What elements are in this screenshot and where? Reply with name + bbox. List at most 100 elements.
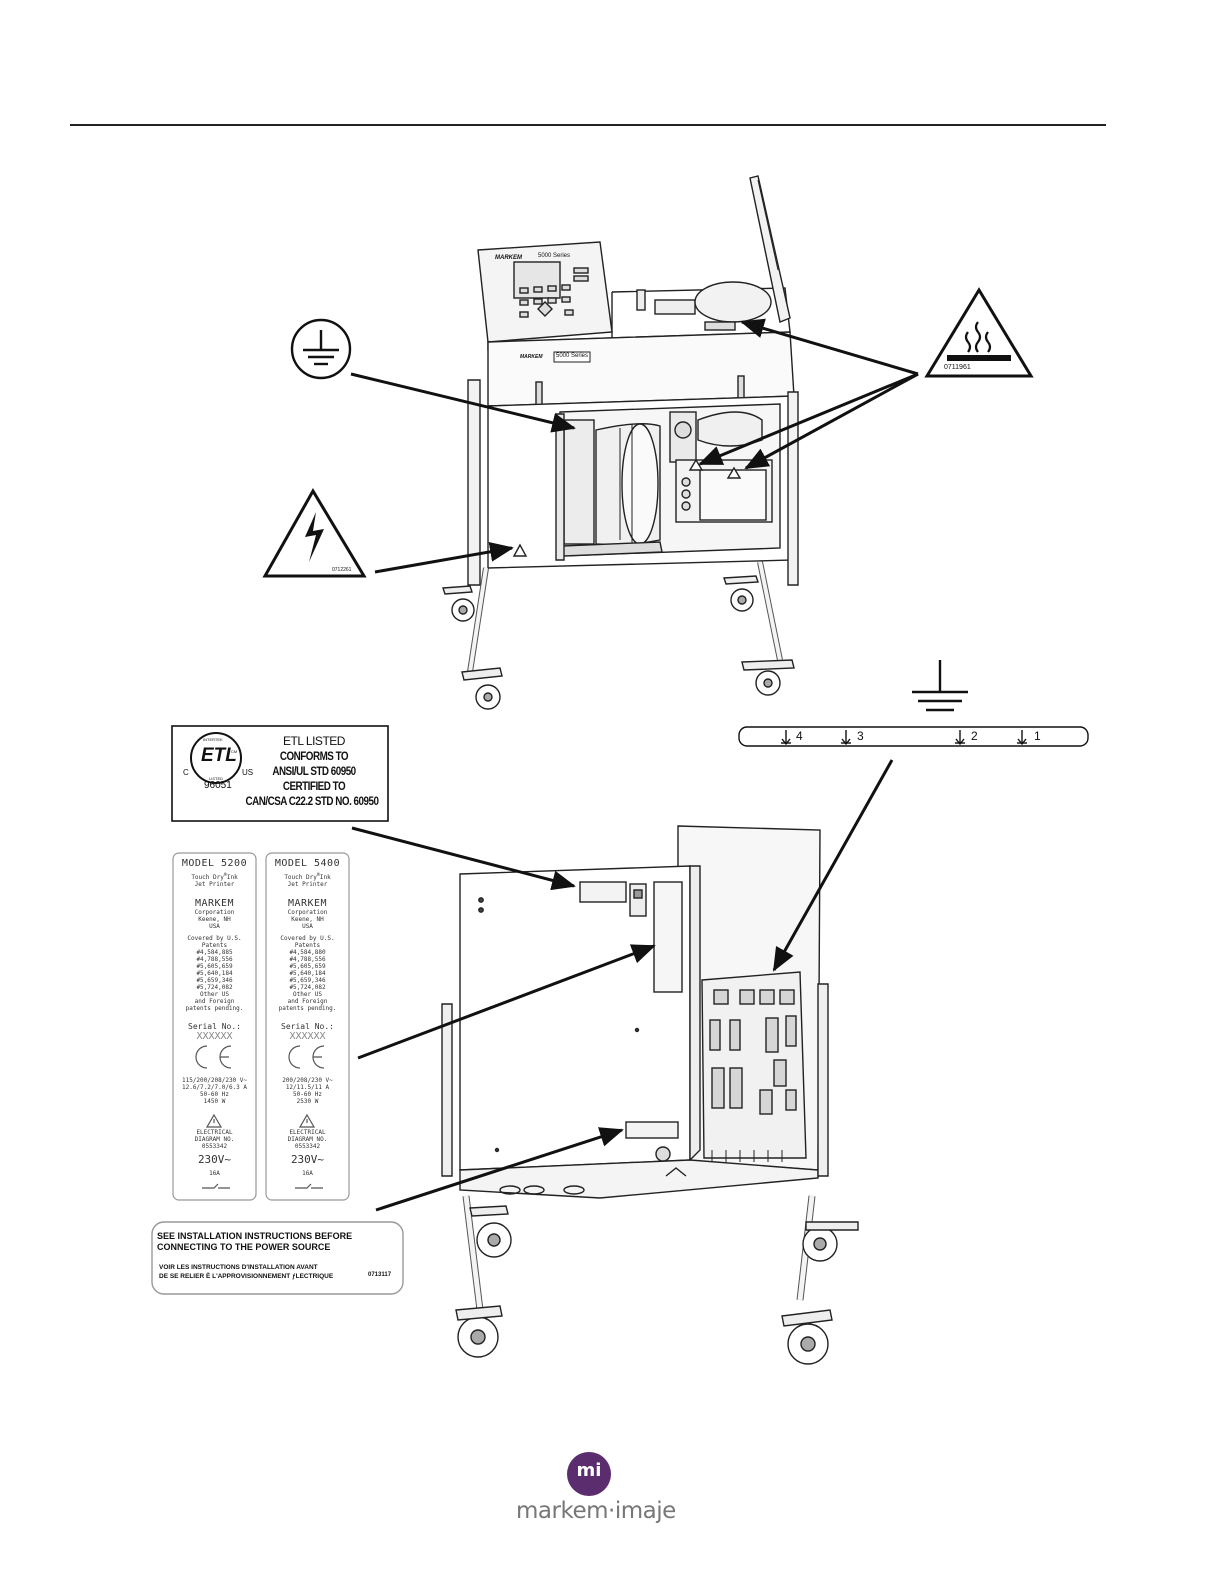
- plate-rating-2: 12/11.5/11 A: [285, 1084, 330, 1091]
- plate-corp-1: Corporation: [287, 909, 328, 916]
- front-badge-series: 5000 Series: [556, 353, 589, 359]
- plate-serial-label: Serial No.:: [188, 1022, 241, 1031]
- plate-patent: #5,605,659: [196, 963, 233, 970]
- plate-rating-4: 2530 W: [296, 1098, 319, 1105]
- rating-plate-5200-ratings: 115/200/208/230 V~ 12.6/7.2/7.0/6.3 A 50…: [173, 1077, 256, 1177]
- plate-rating-4: 1450 W: [203, 1098, 226, 1105]
- rating-plate-5400-ratings: 200/208/230 V~ 12/11.5/11 A 50-60 Hz 253…: [266, 1077, 349, 1177]
- plate-patent: #5,605,659: [289, 963, 326, 970]
- power-switch: [629, 883, 647, 917]
- etl-logo-icon: [190, 732, 242, 784]
- plate-model: MODEL 5200: [181, 858, 248, 869]
- plate-patents-footer-1: Other US: [200, 991, 229, 998]
- install-label-code: 0713117: [368, 1272, 392, 1278]
- install-label-fr: VOIR LES INSTRUCTIONS D'INSTALLATION AVA…: [159, 1263, 333, 1281]
- plate-voltage: 230V~: [290, 1153, 325, 1166]
- plate-diagram-1: ELECTRICAL: [196, 1129, 233, 1136]
- plate-patents-header-2: Patents: [201, 942, 228, 949]
- markem-imaje-logo-icon: [567, 1452, 611, 1496]
- lower-printer-drawing: [441, 825, 859, 1365]
- plate-rating-1: 200/208/230 V~: [282, 1077, 333, 1084]
- install-label-en: SEE INSTALLATION INSTRUCTIONS BEFORE CON…: [157, 1231, 352, 1253]
- plate-corp-2: Keene, NH: [198, 916, 231, 923]
- plate-patent: #5,724,082: [289, 984, 326, 991]
- etl-listed-small: LISTED: [209, 776, 224, 781]
- install-label-on-printer: [625, 1121, 679, 1139]
- plate-product: Touch Dry: [284, 874, 317, 881]
- plate-patent: #4,584,885: [196, 949, 233, 956]
- ground-terminal-1: 1: [1034, 729, 1041, 743]
- ground-terminal-2: 2: [971, 729, 978, 743]
- etl-label-on-printer: [579, 881, 627, 903]
- etl-line4: CERTIFIED TO: [282, 779, 346, 793]
- plate-corp-1: Corporation: [194, 909, 235, 916]
- plate-patents-header-2: Patents: [294, 942, 321, 949]
- plate-patents-header-1: Covered by U.S.: [187, 935, 242, 942]
- plate-patents-header-1: Covered by U.S.: [280, 935, 335, 942]
- plate-product: Touch Dry: [191, 874, 224, 881]
- rating-plate-on-printer: [653, 881, 683, 993]
- rating-plate-5400: MODEL 5400 Touch Dry®Ink Jet Printer MAR…: [266, 858, 349, 1042]
- plate-patent: #5,640,184: [289, 970, 326, 977]
- etl-text-block: ETL LISTED CONFORMS TO ANSI/UL STD 60950…: [242, 734, 386, 809]
- plate-registered: ®: [316, 872, 320, 878]
- ground-icon: [912, 660, 968, 712]
- protective-earth-icon: [290, 318, 352, 380]
- etl-line2: CONFORMS TO: [279, 749, 349, 763]
- plate-diagram-3: 0553342: [294, 1143, 321, 1150]
- etl-number: 96051: [204, 780, 232, 791]
- etl-label-frame: [171, 725, 389, 822]
- plate-serial-label: Serial No.:: [281, 1022, 334, 1031]
- plate-patent: #4,788,556: [196, 956, 233, 963]
- plate-diagram-3: 0553342: [201, 1143, 228, 1150]
- plate-rating-2: 12.6/7.2/7.0/6.3 A: [181, 1084, 248, 1091]
- plate-patent: #5,724,082: [196, 984, 233, 991]
- plate-serial-value: XXXXXX: [196, 1031, 233, 1042]
- plate-brand: MARKEM: [194, 898, 235, 909]
- plate-product-2: Jet Printer: [287, 881, 328, 888]
- plate-patents-footer-3: patents pending.: [185, 1005, 244, 1012]
- install-label-frame: [151, 1221, 404, 1295]
- ground-terminal-3: 3: [857, 729, 864, 743]
- etl-intertek: INTERTEK: [203, 737, 223, 742]
- callout-arrows: [350, 318, 919, 1212]
- front-badge: [553, 351, 591, 363]
- plate-rating-3: 50-60 Hz: [293, 1091, 322, 1098]
- header-rule: [70, 124, 1106, 126]
- etl-line3: ANSI/UL STD 60950: [272, 764, 356, 778]
- plate-diagram-1: ELECTRICAL: [289, 1129, 326, 1136]
- install-line-2: CONNECTING TO THE POWER SOURCE: [157, 1242, 331, 1252]
- install-line-4: DE SE RELIER È L'APPROVISIONNEMENT ƒLECT…: [159, 1273, 334, 1280]
- plate-model: MODEL 5400: [274, 858, 341, 869]
- hot-surface-warning-icon: [924, 287, 1034, 378]
- plate-patents-footer-3: patents pending.: [278, 1005, 337, 1012]
- front-badge-brand: MARKEM: [520, 354, 543, 360]
- plate-patents-footer-2: and Foreign: [287, 998, 328, 1005]
- electrical-label-code: 0712261: [332, 567, 352, 573]
- plate-corp-3: USA: [302, 923, 313, 930]
- plate-product-suffix: Ink: [226, 874, 238, 881]
- plate-patent: #5,640,184: [196, 970, 233, 977]
- plate-breaker: 16A: [209, 1170, 220, 1177]
- plate-rating-1: 115/200/208/230 V~: [181, 1077, 248, 1084]
- etl-line1: ETL LISTED: [283, 734, 345, 748]
- plate-diagram-2: DIAGRAM NO.: [194, 1136, 235, 1143]
- plate-patent: #5,659,346: [289, 977, 326, 984]
- logo-wordmark: markem·imaje: [516, 1498, 676, 1524]
- install-line-1: SEE INSTALLATION INSTRUCTIONS BEFORE: [157, 1231, 353, 1241]
- plate-diagram-2: DIAGRAM NO.: [287, 1136, 328, 1143]
- etl-mark: ETL: [201, 745, 237, 766]
- plate-patents-footer-2: and Foreign: [194, 998, 235, 1005]
- plate-patents-footer-1: Other US: [293, 991, 322, 998]
- plate-corp-2: Keene, NH: [291, 916, 324, 923]
- plate-brand: MARKEM: [287, 898, 328, 909]
- plate-registered: ®: [223, 872, 227, 878]
- plate-patent: #4,788,556: [289, 956, 326, 963]
- plate-voltage: 230V~: [197, 1153, 232, 1166]
- head-badge-series: 5000 Series: [538, 253, 571, 259]
- plate-product-suffix: Ink: [319, 874, 331, 881]
- plate-product-2: Jet Printer: [194, 881, 235, 888]
- plate-patent: #4,584,880: [289, 949, 326, 956]
- plate-rating-3: 50-60 Hz: [200, 1091, 229, 1098]
